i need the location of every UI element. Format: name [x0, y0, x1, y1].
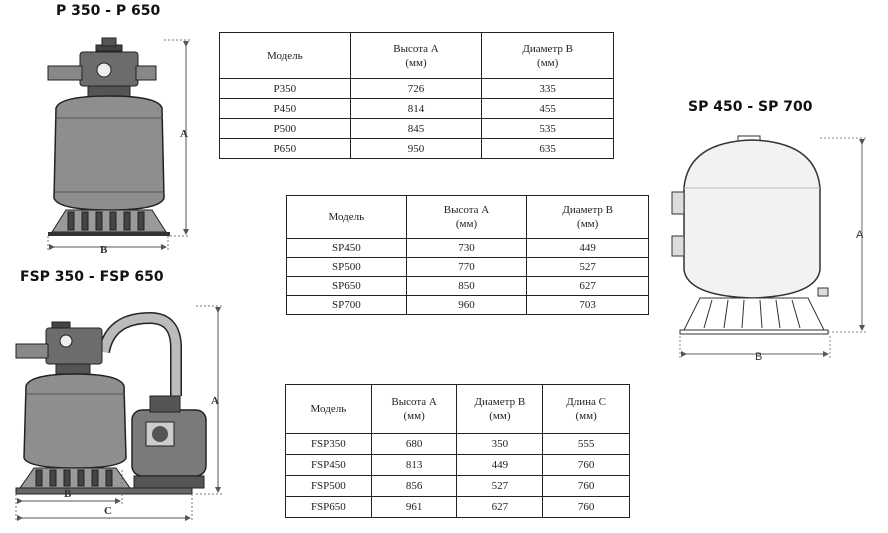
table-cell: 703 [526, 295, 649, 315]
table-cell: 950 [349, 138, 483, 159]
filter-sp-drawing: A B [671, 135, 866, 363]
table-cell: 680 [370, 433, 458, 455]
dim-label-a: A [180, 128, 188, 140]
header-height: Высота А(мм) [405, 195, 528, 239]
dim-label-b: B [64, 488, 72, 500]
dim-label-c: C [104, 505, 112, 517]
title-sp-series: SP 450 - SP 700 [688, 99, 813, 115]
table-cell: 726 [349, 78, 483, 99]
table-cell: FSP500 [285, 475, 372, 497]
table-header-row: Модель Высота А(мм) Диаметр В(мм) Длина … [285, 384, 630, 434]
table-cell: 960 [405, 295, 528, 315]
filter-p-drawing: A B [47, 37, 190, 256]
header-model: Модель [286, 195, 407, 239]
header-diameter: Диаметр В(мм) [526, 195, 649, 239]
header-height: Высота А(мм) [370, 384, 458, 434]
table-cell: FSP650 [285, 496, 372, 518]
dim-label-b: B [100, 244, 108, 256]
table-cell: 730 [405, 238, 528, 258]
table-header-row: Модель Высота А(мм) Диаметр В(мм) [286, 195, 649, 239]
table-cell: P650 [219, 138, 351, 159]
dim-label-a: A [856, 229, 864, 241]
table-cell: 760 [542, 496, 630, 518]
dim-label-b: B [755, 351, 762, 363]
title-fsp-series: FSP 350 - FSP 650 [20, 269, 164, 285]
table-cell: 813 [370, 454, 458, 476]
table-fsp-series: Модель Высота А(мм) Диаметр В(мм) Длина … [285, 384, 630, 518]
header-model: Модель [219, 32, 351, 79]
header-height: Высота А(мм) [349, 32, 483, 79]
table-cell: 627 [456, 496, 544, 518]
table-header-row: Модель Высота А(мм) Диаметр В(мм) [219, 32, 614, 79]
header-model: Модель [285, 384, 372, 434]
table-cell: 635 [481, 138, 614, 159]
header-length: Длина С(мм) [542, 384, 630, 434]
table-cell: P500 [219, 118, 351, 139]
filter-fsp-drawing: A B C [15, 305, 222, 522]
dim-label-a: A [211, 395, 219, 407]
title-p-series: P 350 - P 650 [56, 3, 161, 19]
table-cell: 449 [456, 454, 544, 476]
header-diameter: Диаметр В(мм) [481, 32, 614, 79]
